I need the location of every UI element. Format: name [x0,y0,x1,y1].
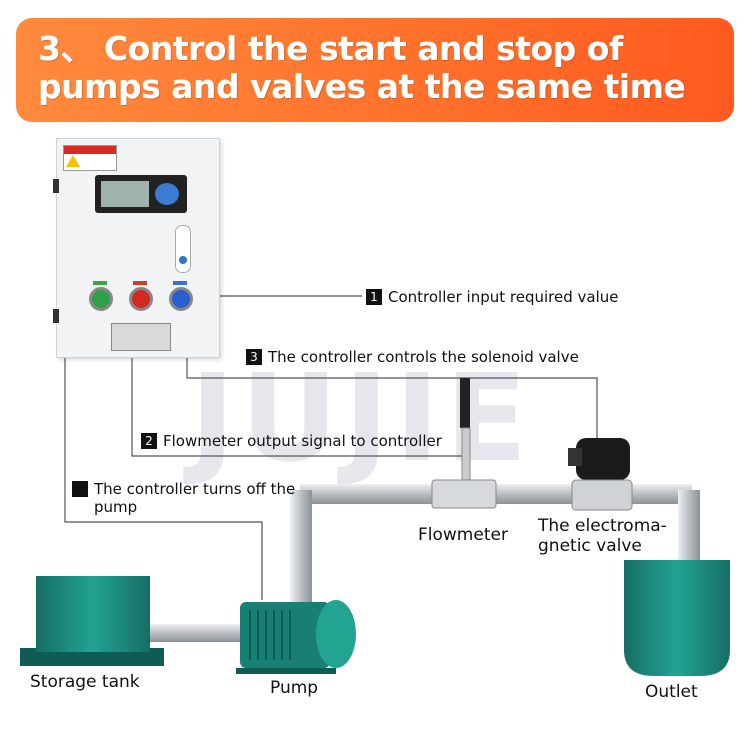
reset-button [169,287,193,311]
control-cabinet [53,138,220,358]
storage-tank-caption: Storage tank [30,672,140,692]
flowmeter-caption: Flowmeter [418,525,508,545]
outlet-caption: Outlet [645,682,698,702]
step-4-number: 4 [65,481,88,497]
valve-caption: The electroma-gnetic valve [538,516,667,556]
keypad [155,183,179,205]
hinge [53,309,59,323]
signal-line-4 [64,358,263,600]
storage-tank [20,576,164,666]
step-1-number: 1 [366,289,382,305]
flowmeter [431,378,497,509]
pipe-tank-to-pump [150,624,250,642]
stop-button [129,287,153,311]
door-lock [175,225,191,273]
nameplate [111,323,171,351]
warning-icon [66,155,80,167]
step-2-number: 2 [141,433,157,449]
signal-line-3 [186,356,598,440]
step-3-number: 3 [246,349,262,365]
outlet-tank [624,560,730,676]
warning-label [63,145,117,171]
solenoid-valve [568,438,633,511]
hinge [53,179,59,193]
title-banner: 3、 Control the start and stop of pumps a… [16,18,734,122]
pipe-up [290,490,312,602]
watermark: JUJIE [190,350,534,489]
controller-display [95,175,187,213]
lcd-screen [101,181,149,207]
pump-caption: Pump [270,678,319,698]
start-button [89,287,113,311]
title-text: 3、 Control the start and stop of pumps a… [38,29,686,106]
pump [236,600,356,674]
pipe-down [678,490,700,560]
